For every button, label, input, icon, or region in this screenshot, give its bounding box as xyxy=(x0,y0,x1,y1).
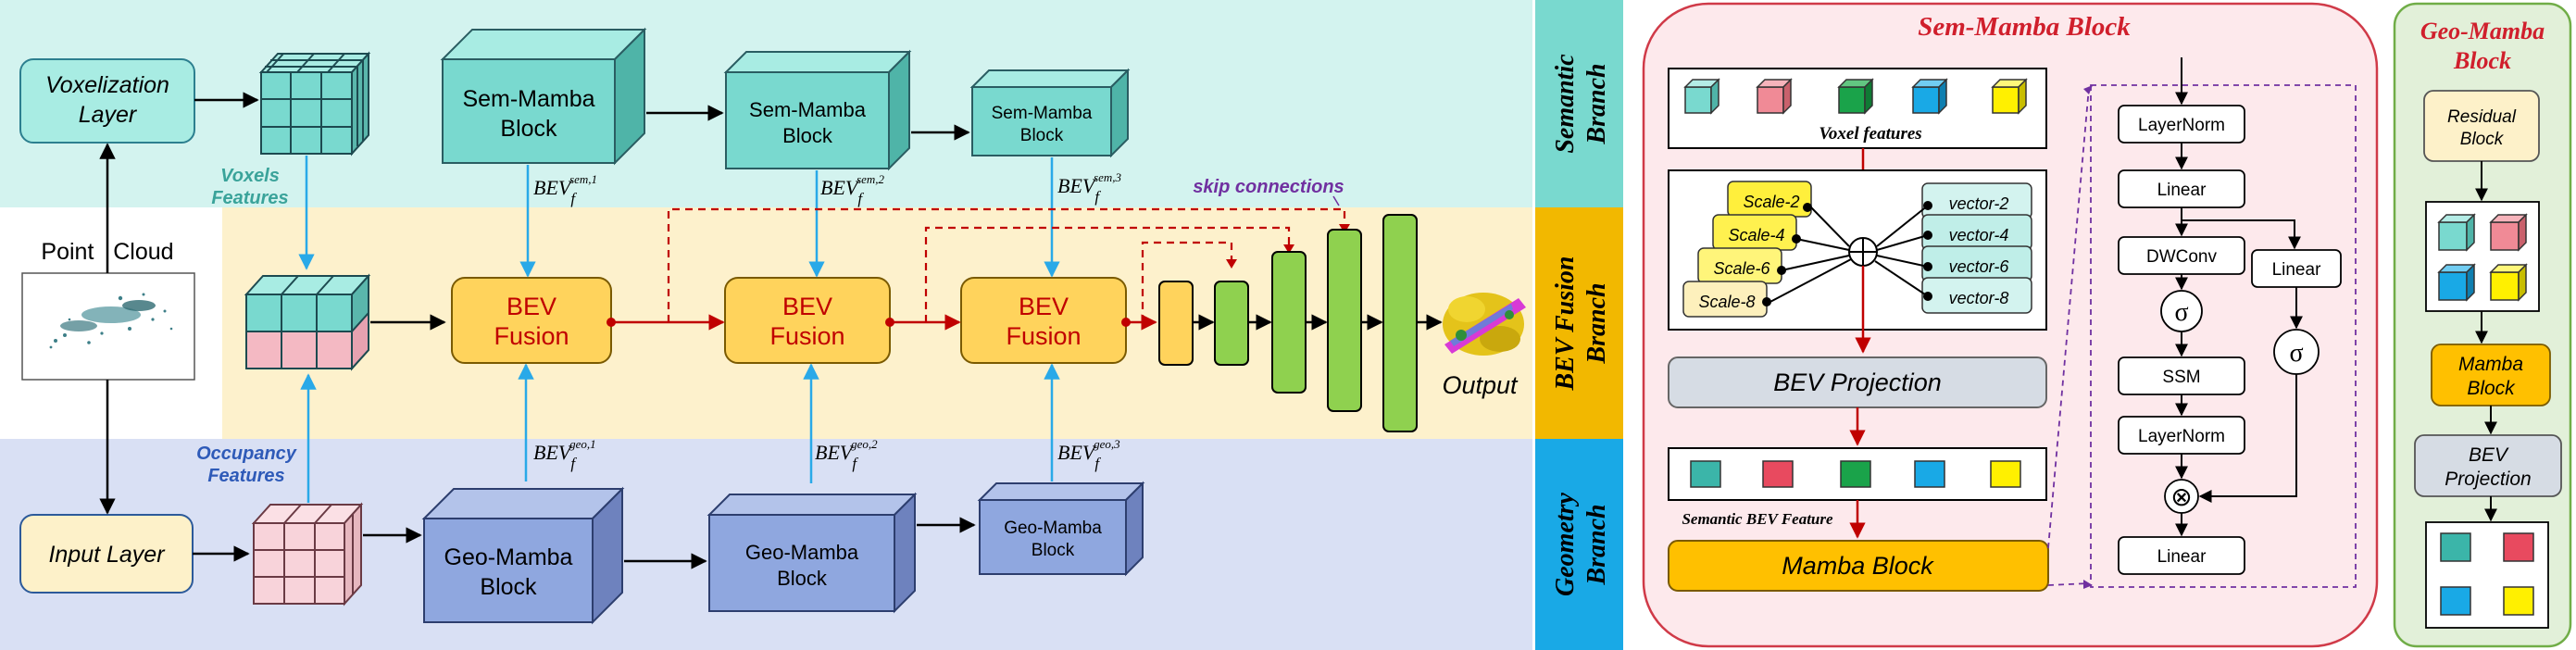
svg-text:LayerNorm: LayerNorm xyxy=(2138,116,2225,135)
aggregation-node xyxy=(1766,205,1929,305)
occupancy-feature-cube xyxy=(251,502,364,606)
svg-text:DWConv: DWConv xyxy=(2146,247,2218,267)
mamba-block-label: Mamba Block xyxy=(1782,552,1934,580)
svg-text:LayerNorm: LayerNorm xyxy=(2138,427,2225,446)
decoder-bar-3 xyxy=(1271,251,1307,394)
voxel-feature-cube xyxy=(258,51,371,156)
svg-text:vector-6: vector-6 xyxy=(1949,257,2010,276)
semantic-bev-squares xyxy=(1690,460,2021,488)
bev-sem-3-label: BEVfsem,3 xyxy=(1057,170,1122,206)
geo-squares xyxy=(2440,532,2534,616)
fusion-branch-tab xyxy=(1535,207,1623,439)
skip-connections-label: skip connections xyxy=(1193,177,1344,197)
mamba-block-box xyxy=(1668,540,2049,592)
bev-sem-1-label: BEVfsem,1 xyxy=(533,172,597,207)
svg-text:Scale-6: Scale-6 xyxy=(1713,259,1770,278)
input-layer-label: Input Layer xyxy=(48,542,166,568)
geo-cubes xyxy=(2437,213,2528,302)
voxel-feature-cubes xyxy=(1683,78,2028,115)
point-cloud-scatter xyxy=(49,293,173,349)
geo-bev-projection-box xyxy=(2414,434,2562,497)
bev-sem-2-label: BEVfsem,2 xyxy=(820,172,885,207)
svg-text:SSM: SSM xyxy=(2162,368,2200,387)
bev-geo-2-label: BEVfgeo,2 xyxy=(815,437,878,472)
scale-stack: Scale-2 Scale-4 Scale-6 Scale-8 xyxy=(1682,181,1812,318)
svg-text:Scale-2: Scale-2 xyxy=(1743,193,1799,211)
bev-projection-label: BEV Projection xyxy=(1773,369,1942,396)
semantic-bev-feature-label: Semantic BEV Feature xyxy=(1682,510,1833,528)
output-label: Output xyxy=(1442,371,1519,399)
output-occupancy-render xyxy=(1443,293,1526,356)
fused-feature-cube xyxy=(244,273,371,371)
svg-text:vector-4: vector-4 xyxy=(1949,226,2009,244)
svg-text:σ: σ xyxy=(2289,339,2303,368)
svg-text:Linear: Linear xyxy=(2157,181,2207,200)
point-cloud-image-frame xyxy=(21,272,195,381)
svg-text:Scale-8: Scale-8 xyxy=(1698,293,1755,311)
sem-mamba-title: Sem-Mamba Block xyxy=(1918,12,2131,42)
svg-text:Scale-4: Scale-4 xyxy=(1728,226,1784,244)
decoder-bar-2 xyxy=(1214,281,1249,366)
mamba-detail-frame xyxy=(2090,84,2357,588)
svg-text:vector-8: vector-8 xyxy=(1949,289,2009,307)
svg-text:⊗: ⊗ xyxy=(2170,482,2192,511)
bev-geo-1-label: BEVfgeo,1 xyxy=(533,437,596,472)
svg-text:σ: σ xyxy=(2174,298,2188,327)
linear-bottom xyxy=(2118,536,2245,575)
decoder-bar-4 xyxy=(1327,229,1362,412)
geometry-branch-tab xyxy=(1535,439,1623,650)
decoder-bar-5 xyxy=(1382,214,1418,432)
svg-text:Linear: Linear xyxy=(2272,260,2321,280)
voxel-features-caption: Voxel features xyxy=(1819,124,1921,144)
vector-stack: vector-2 vector-4 vector-6 vector-8 xyxy=(1921,182,2032,314)
semantic-branch-tab xyxy=(1535,0,1623,207)
decoder-bar-1 xyxy=(1158,281,1194,366)
svg-text:vector-2: vector-2 xyxy=(1949,194,2009,213)
svg-text:Linear: Linear xyxy=(2157,547,2207,567)
bev-geo-3-label: BEVfgeo,3 xyxy=(1057,437,1120,472)
